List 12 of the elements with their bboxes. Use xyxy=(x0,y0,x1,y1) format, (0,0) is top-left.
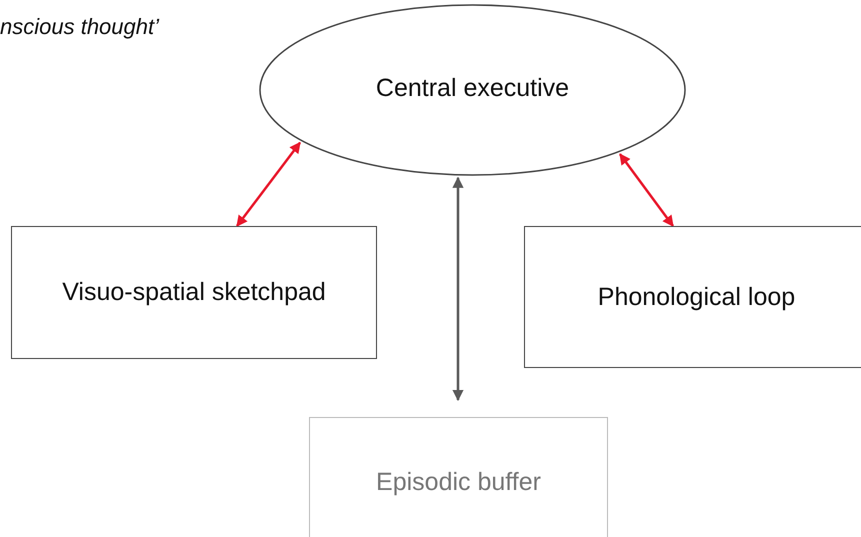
node-label: Visuo-spatial sketchpad xyxy=(62,278,326,307)
double-arrow xyxy=(619,153,674,227)
process-box xyxy=(309,417,608,537)
subtitle-text: nscious thought’ xyxy=(0,14,159,40)
process-box xyxy=(11,226,377,359)
node-label: Episodic buffer xyxy=(376,468,541,496)
double-arrow xyxy=(236,142,301,227)
double-arrow xyxy=(452,176,464,402)
node-label: Central executive xyxy=(376,74,570,103)
node-label: Phonological loop xyxy=(598,282,796,312)
ellipse-node xyxy=(259,4,686,176)
process-box xyxy=(524,226,861,368)
